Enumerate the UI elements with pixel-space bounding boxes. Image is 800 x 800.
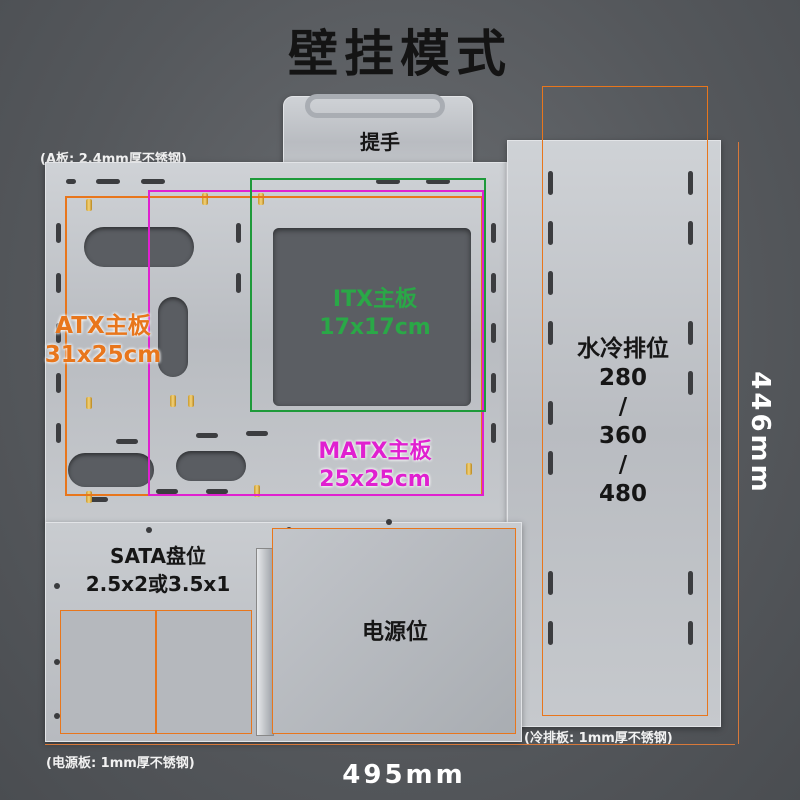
page-title: 壁挂模式 [288,25,512,83]
rad-board-note: (冷排板: 1mm厚不锈钢) [524,731,673,746]
sata-label: SATA盘位 2.5x2或3.5x1 [85,544,231,596]
width-dim-line [45,744,735,745]
sata-plate-right [156,610,252,734]
atx-label: ATX主板 31x25cm [44,313,162,368]
itx-label: ITX主板 17x17cm [319,287,431,340]
height-dim-line [738,142,739,744]
psu-board-note: (电源板: 1mm厚不锈钢) [46,756,195,771]
height-dimension: 446mm [745,371,775,495]
handle-label: 提手 [360,130,400,154]
matx-outline [148,190,484,496]
itx-plate [273,228,471,406]
handle-bar-icon [305,94,445,118]
sata-plate-left [60,610,156,734]
matx-label: MATX主板 25x25cm [318,439,432,492]
radiator-outline [542,86,708,716]
itx-outline [250,178,486,412]
psu-label: 电源位 [361,620,428,645]
psu-door [272,528,516,734]
radiator-label: 水冷排位 280 / 360 / 480 [577,336,669,507]
width-dimension: 495mm [342,760,466,790]
